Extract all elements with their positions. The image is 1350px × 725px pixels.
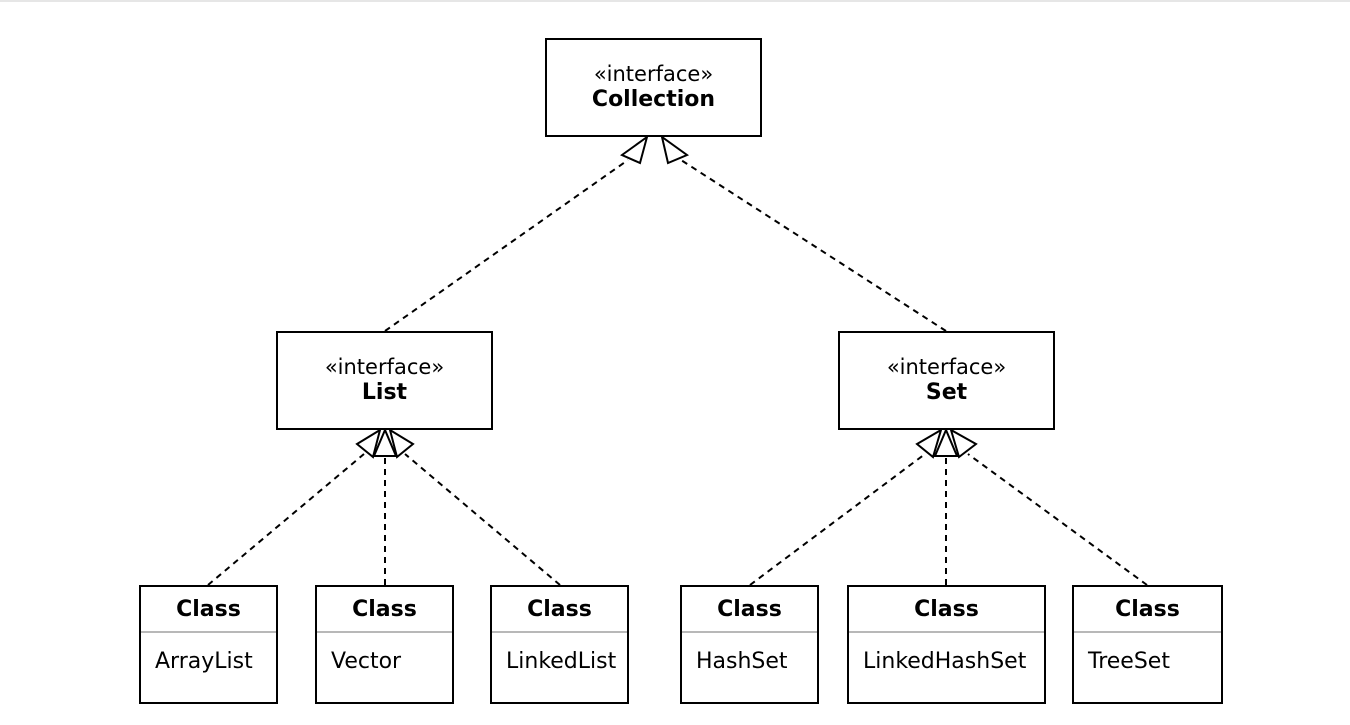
arrowhead-arraylist-list xyxy=(355,427,382,459)
relation-hashset-set xyxy=(749,453,926,586)
class-linkedlist: Class LinkedList xyxy=(490,585,629,704)
class-name: Vector xyxy=(331,648,402,674)
class-name: HashSet xyxy=(696,648,788,674)
interface-set: «interface» Set xyxy=(838,331,1055,430)
class-name: LinkedHashSet xyxy=(863,648,1027,674)
arrowhead-linkedhashset-set xyxy=(933,427,959,457)
relation-linkedlist-list xyxy=(404,453,561,586)
interface-list: «interface» List xyxy=(276,331,493,430)
interface-name: Collection xyxy=(591,86,716,112)
top-border xyxy=(0,0,1350,2)
arrowhead-set-collection xyxy=(660,134,690,165)
relation-treeset-set xyxy=(967,453,1148,586)
class-vector: Class Vector xyxy=(315,585,454,704)
class-name: LinkedList xyxy=(506,648,617,674)
class-header: Class xyxy=(492,587,627,633)
arrowhead-list-collection xyxy=(620,134,649,165)
class-hashset: Class HashSet xyxy=(680,585,819,704)
relation-set-collection xyxy=(680,159,947,332)
class-name: TreeSet xyxy=(1088,648,1170,674)
class-linkedhashset: Class LinkedHashSet xyxy=(847,585,1046,704)
stereotype-label: «interface» xyxy=(593,61,714,86)
class-name: ArrayList xyxy=(155,648,253,674)
stereotype-label: «interface» xyxy=(886,354,1007,379)
relation-arraylist-list xyxy=(207,453,365,586)
class-arraylist: Class ArrayList xyxy=(139,585,278,704)
class-header: Class xyxy=(141,587,276,633)
interface-name: List xyxy=(361,379,408,405)
interface-name: Set xyxy=(925,379,968,405)
class-treeset: Class TreeSet xyxy=(1072,585,1223,704)
relation-list-collection xyxy=(384,159,629,332)
interface-collection: «interface» Collection xyxy=(545,38,762,137)
class-header: Class xyxy=(849,587,1044,633)
arrowhead-hashset-set xyxy=(915,427,943,459)
arrowhead-linkedlist-list xyxy=(388,427,415,459)
stereotype-label: «interface» xyxy=(324,354,445,379)
class-header: Class xyxy=(682,587,817,633)
arrowhead-treeset-set xyxy=(949,427,978,459)
class-header: Class xyxy=(1074,587,1221,633)
class-header: Class xyxy=(317,587,452,633)
arrowhead-vector-list xyxy=(372,427,398,457)
